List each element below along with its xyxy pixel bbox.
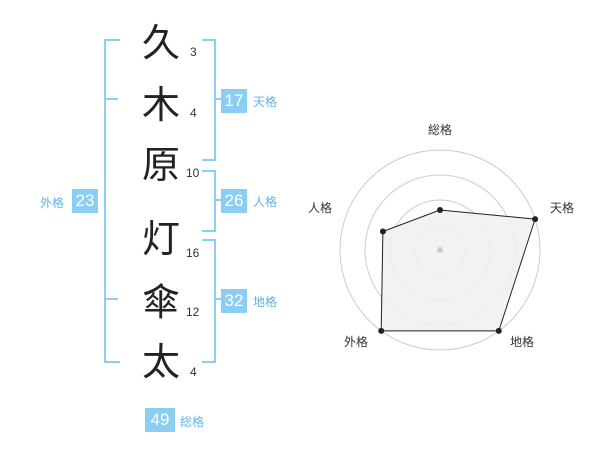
chikaku-label: 地格 bbox=[253, 295, 278, 309]
gaikaku-divider-top bbox=[104, 98, 118, 100]
chikaku-bracket bbox=[202, 239, 216, 363]
name-char-6: 太 bbox=[141, 340, 180, 384]
radar-axis-label-5: 人格 bbox=[308, 200, 332, 215]
gaikaku-label: 外格 bbox=[40, 196, 65, 210]
radar-point-5 bbox=[379, 228, 386, 235]
tenkaku-bracket bbox=[202, 39, 216, 161]
stroke-count-2: 4 bbox=[190, 106, 197, 120]
gaikaku-bracket bbox=[104, 39, 120, 363]
radar-axis-label-3: 地格 bbox=[510, 334, 534, 349]
jinkaku-label: 人格 bbox=[253, 195, 278, 209]
name-char-5: 傘 bbox=[141, 280, 180, 324]
jinkaku-value-badge: 26 bbox=[221, 189, 247, 213]
name-char-1: 久 bbox=[141, 21, 180, 65]
radar-grid-ring-4 bbox=[339, 149, 541, 351]
stroke-count-5: 12 bbox=[186, 305, 200, 319]
radar-axis-label-4: 外格 bbox=[344, 334, 368, 349]
chikaku-value-badge: 32 bbox=[221, 289, 247, 313]
radar-point-4 bbox=[378, 327, 385, 334]
radar-point-3 bbox=[495, 327, 502, 334]
radar-center-dot bbox=[437, 247, 443, 253]
name-char-2: 木 bbox=[141, 83, 180, 127]
stroke-count-3: 10 bbox=[186, 166, 200, 180]
radar-axis-label-2: 天格 bbox=[550, 200, 574, 215]
name-char-3: 原 bbox=[141, 143, 180, 187]
stroke-count-6: 4 bbox=[190, 365, 197, 379]
tenkaku-value-badge: 17 bbox=[221, 89, 247, 113]
soukaku-value-badge: 49 bbox=[145, 408, 175, 432]
stroke-count-1: 3 bbox=[190, 45, 197, 59]
tenkaku-connector bbox=[214, 98, 222, 100]
chikaku-connector bbox=[214, 298, 222, 300]
gaikaku-value-badge: 23 bbox=[72, 189, 98, 213]
gaikaku-divider-bottom bbox=[104, 298, 118, 300]
tenkaku-label: 天格 bbox=[253, 95, 278, 109]
radar-axis-label-1: 総格 bbox=[428, 122, 452, 137]
stroke-count-4: 16 bbox=[186, 246, 200, 260]
radar-area bbox=[380, 209, 536, 332]
name-char-4: 灯 bbox=[141, 217, 180, 261]
radar-point-1 bbox=[437, 207, 443, 213]
radar-point-2 bbox=[532, 216, 539, 223]
jinkaku-bracket bbox=[202, 170, 216, 232]
soukaku-label: 総格 bbox=[180, 415, 205, 429]
jinkaku-connector bbox=[214, 199, 222, 201]
